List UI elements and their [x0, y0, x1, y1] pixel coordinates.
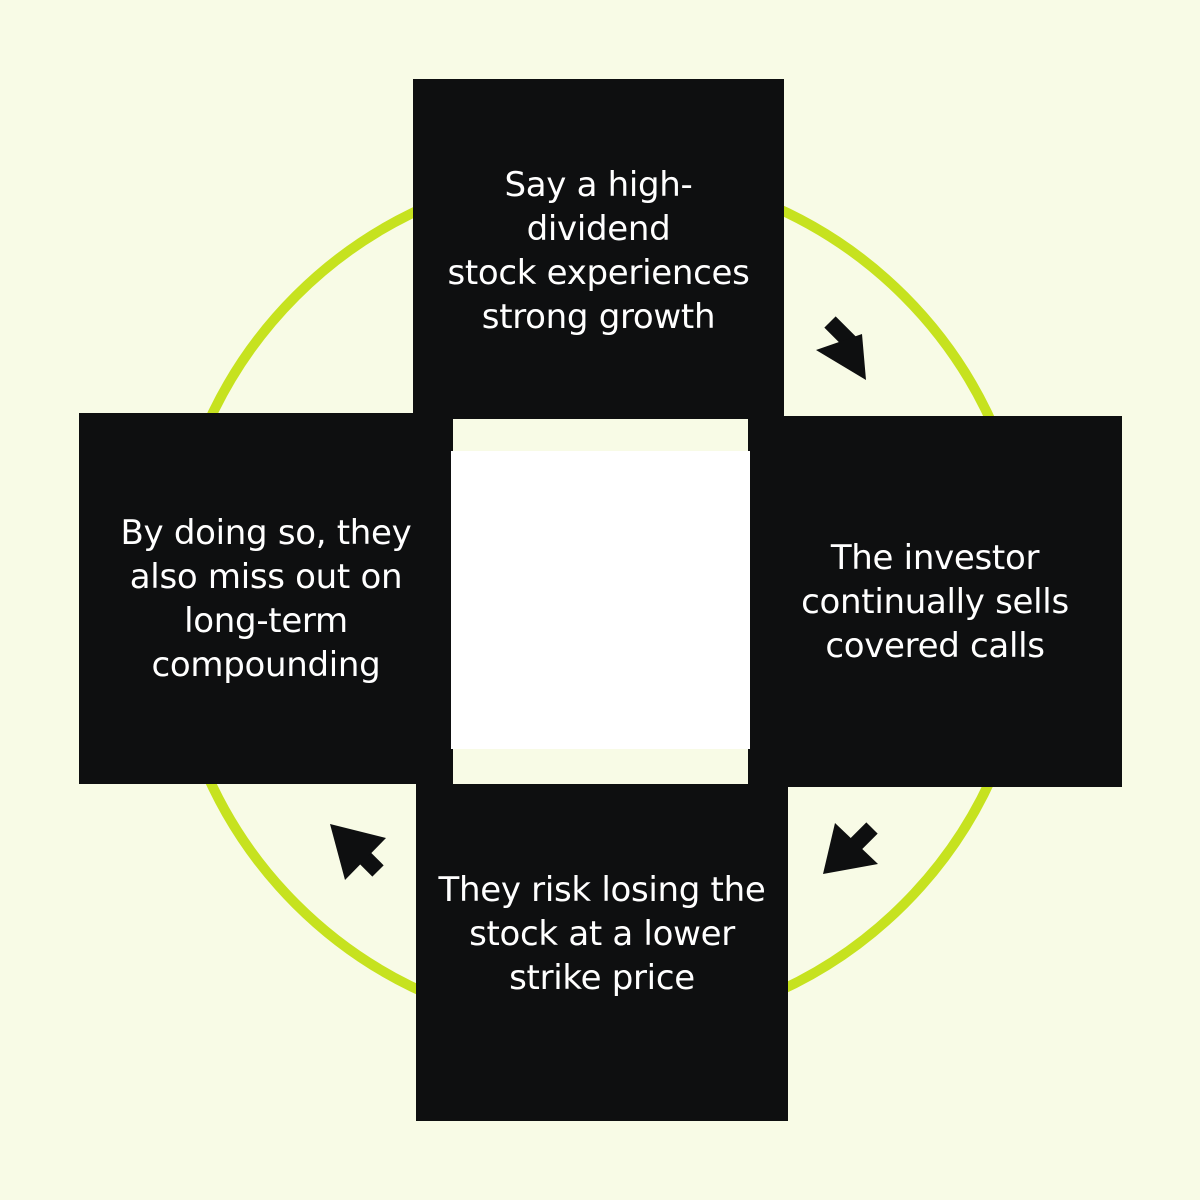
arrow-up-left-icon: [330, 824, 386, 880]
step-box-top: Say a high- dividend stock experiences s…: [413, 79, 784, 419]
step-text-1: Say a high- dividend stock experiences s…: [447, 165, 750, 337]
step-box-left: By doing so, they also miss out on long-…: [79, 413, 453, 784]
arrow-down-left-icon: [823, 822, 878, 874]
step-text-4: By doing so, they also miss out on long-…: [120, 512, 412, 685]
center-square: [451, 451, 750, 749]
step-text-3: They risk losing the stock at a lower st…: [438, 870, 766, 998]
step-text-2: The investor continually sells covered c…: [801, 537, 1069, 666]
arrow-down-right-icon: [816, 316, 866, 380]
step-box-right: The investor continually sells covered c…: [748, 416, 1122, 787]
step-box-bottom: They risk losing the stock at a lower st…: [416, 784, 788, 1121]
